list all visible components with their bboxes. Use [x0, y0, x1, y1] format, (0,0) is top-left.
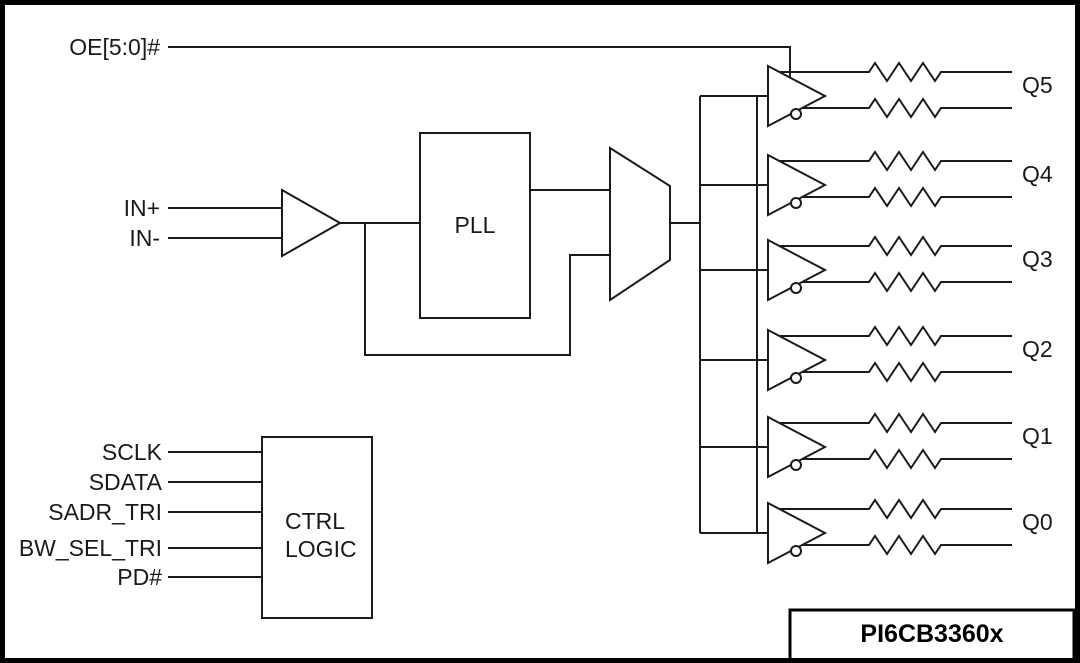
q3-wires [770, 236, 1012, 292]
sadr-tri-label: SADR_TRI [48, 499, 162, 525]
output-channel-q1: Q1 [767, 413, 1053, 479]
q3-resistor-bottom [862, 272, 948, 292]
q1-resistor-bottom [862, 449, 948, 469]
q5-wires [770, 62, 1012, 118]
bw-sel-tri-label: BW_SEL_TRI [19, 535, 162, 561]
output-label-q0: Q0 [1022, 509, 1053, 535]
output-channel-q0: Q0 [767, 499, 1053, 565]
q4-resistor-top [862, 151, 948, 171]
inverted-output-bubble-q5 [790, 108, 802, 120]
output-channel-q4: Q4 [767, 151, 1053, 217]
sclk-label: SCLK [102, 439, 163, 465]
q5-resistor-top [862, 62, 948, 82]
output-label-q1: Q1 [1022, 423, 1053, 449]
inverted-output-bubble-q4 [790, 197, 802, 209]
q0-resistor-top [862, 499, 948, 519]
output-channel-q2: Q2 [767, 326, 1053, 392]
inverted-output-bubble-q1 [790, 459, 802, 471]
part-number-label: PI6CB3360x [860, 620, 1003, 648]
sdata-label: SDATA [89, 469, 163, 495]
ctrl-logic-label-line1: CTRL [285, 508, 345, 534]
inverted-output-bubble-q2 [790, 372, 802, 384]
in-n-label: IN- [129, 225, 160, 251]
in-p-label: IN+ [124, 195, 160, 221]
output-channel-q3: Q3 [767, 236, 1053, 302]
output-label-q3: Q3 [1022, 246, 1053, 272]
q1-wires [770, 413, 1012, 469]
output-channel-q5: Q5 [767, 62, 1053, 128]
output-label-q5: Q5 [1022, 72, 1053, 98]
q2-resistor-bottom [862, 362, 948, 382]
q5-resistor-bottom [862, 98, 948, 118]
output-label-q4: Q4 [1022, 161, 1053, 187]
ctrl-logic-block [261, 436, 373, 619]
input-buffer [281, 188, 343, 258]
q1-resistor-top [862, 413, 948, 433]
pd-label: PD# [117, 564, 162, 590]
ctrl-logic-label-line2: LOGIC [285, 536, 357, 562]
q2-resistor-top [862, 326, 948, 346]
bypass-feedback-wire [364, 223, 610, 356]
inverted-output-bubble-q0 [790, 545, 802, 557]
oe-label: OE[5:0]# [69, 34, 160, 60]
q0-resistor-bottom [862, 535, 948, 555]
q3-resistor-top [862, 236, 948, 256]
pll-label: PLL [455, 212, 496, 238]
output-label-q2: Q2 [1022, 336, 1053, 362]
oe-wire [168, 46, 791, 82]
q4-resistor-bottom [862, 187, 948, 207]
wires [168, 46, 791, 578]
mux [609, 146, 671, 302]
pll-block [419, 132, 531, 319]
part-number-box [788, 608, 1076, 662]
inverted-output-bubble-q3 [790, 282, 802, 294]
